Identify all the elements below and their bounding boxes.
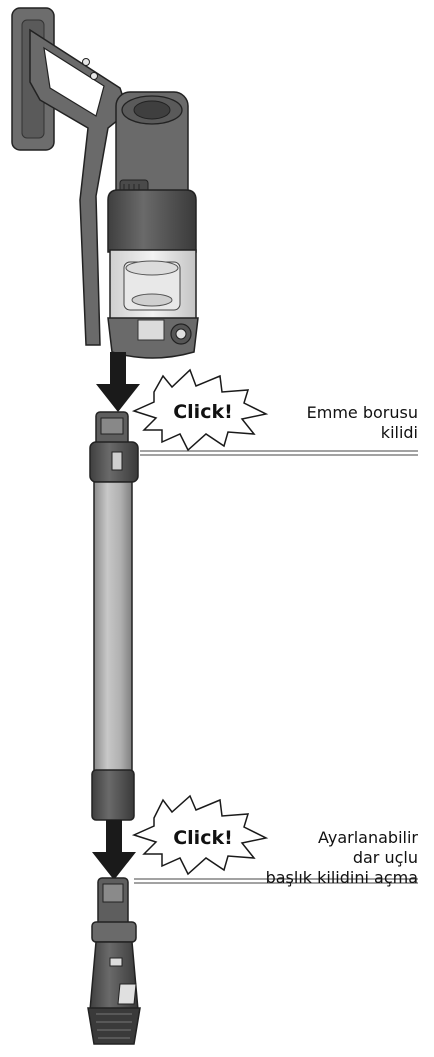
tube-connector-top — [90, 412, 138, 482]
label-line: Ayarlanabilir — [266, 828, 418, 848]
callout-label-1: Emme borusu kilidi — [307, 403, 418, 443]
label-line: başlık kilidini açma — [266, 868, 418, 888]
dust-canister — [108, 190, 198, 358]
arrow-down-icon — [96, 352, 140, 412]
click-burst-icon: Click! — [134, 370, 266, 450]
click-burst-icon: Click! — [134, 796, 266, 874]
motor-unit — [116, 92, 188, 204]
click-text-1: Click! — [173, 401, 233, 423]
arrow-down-icon — [92, 820, 136, 880]
suction-tube — [92, 482, 134, 820]
label-line: Emme borusu — [307, 403, 418, 423]
label-line: kilidi — [307, 423, 418, 443]
label-line: dar uçlu — [266, 848, 418, 868]
leader-line-1 — [140, 451, 418, 455]
click-text-2: Click! — [173, 827, 233, 849]
callout-label-2: Ayarlanabilir dar uçlu başlık kilidini a… — [266, 828, 418, 888]
crevice-nozzle — [88, 878, 140, 1044]
